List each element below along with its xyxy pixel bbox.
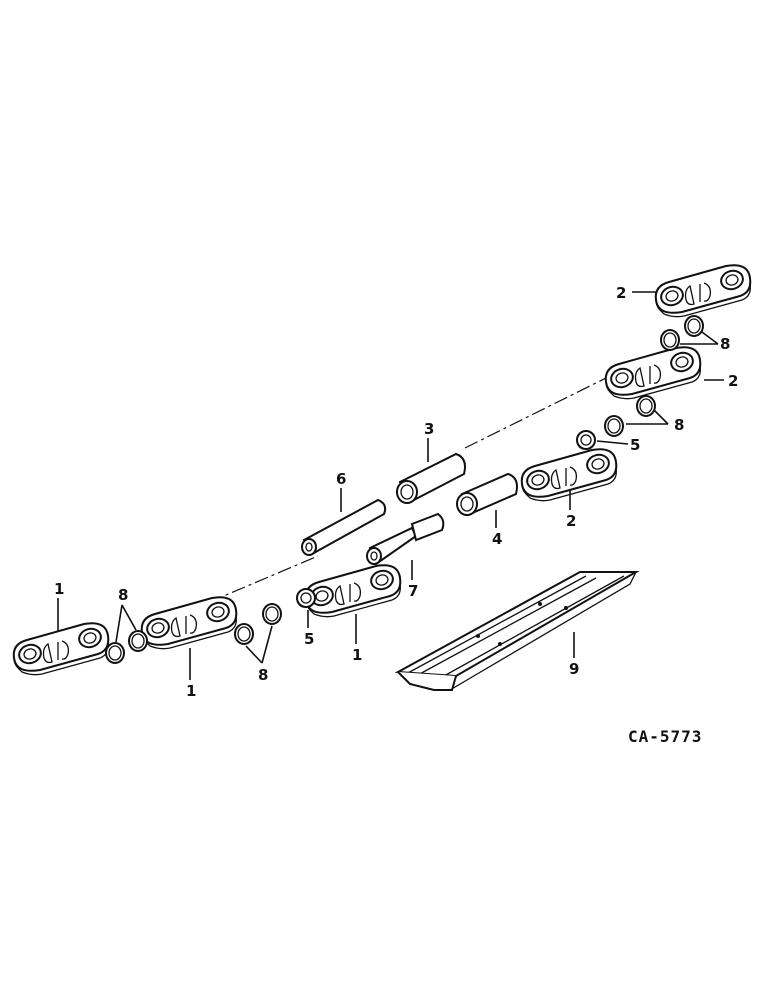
link-1-middle bbox=[140, 596, 238, 650]
bushing-3 bbox=[396, 452, 466, 504]
link-1-right bbox=[304, 564, 402, 618]
label-7: 7 bbox=[408, 582, 418, 600]
label-1-left: 1 bbox=[54, 580, 64, 598]
pin-6 bbox=[301, 498, 387, 556]
label-4: 4 bbox=[492, 530, 502, 548]
label-8-left: 8 bbox=[118, 586, 128, 604]
label-1-right: 1 bbox=[352, 646, 362, 664]
spacer-5-lower bbox=[296, 588, 316, 608]
label-2-lower: 2 bbox=[566, 512, 576, 530]
label-5-lower: 5 bbox=[304, 630, 314, 648]
washer-8-top-a bbox=[660, 329, 680, 351]
label-1-middle: 1 bbox=[186, 682, 196, 700]
washer-8-left-a bbox=[105, 642, 125, 664]
washer-8-left-b bbox=[128, 630, 148, 652]
label-2-middle: 2 bbox=[728, 372, 738, 390]
center-line bbox=[185, 374, 613, 613]
leader-lines bbox=[57, 291, 724, 680]
track-shoe bbox=[394, 571, 640, 691]
label-3: 3 bbox=[424, 420, 434, 438]
link-2-upper bbox=[654, 264, 752, 318]
washer-8-right-b bbox=[636, 395, 656, 417]
washer-8-mid-b bbox=[262, 603, 282, 625]
master-pin-7 bbox=[366, 512, 445, 566]
label-8-middle: 8 bbox=[258, 666, 268, 684]
label-8-top: 8 bbox=[720, 335, 730, 353]
link-2-lower bbox=[520, 448, 618, 502]
link-2-middle bbox=[604, 346, 702, 400]
link-1-left bbox=[12, 622, 110, 676]
label-8-right: 8 bbox=[674, 416, 684, 434]
label-5-upper: 5 bbox=[630, 436, 640, 454]
washer-8-top-b bbox=[684, 315, 704, 337]
bushing-4 bbox=[456, 472, 518, 516]
spacer-5-upper bbox=[576, 430, 596, 450]
label-9: 9 bbox=[569, 660, 579, 678]
washer-8-right-a bbox=[604, 415, 624, 437]
drawing-code: CA-5773 bbox=[628, 727, 702, 746]
washer-8-mid-a bbox=[234, 623, 254, 645]
label-2-upper: 2 bbox=[616, 284, 626, 302]
label-6: 6 bbox=[336, 470, 346, 488]
